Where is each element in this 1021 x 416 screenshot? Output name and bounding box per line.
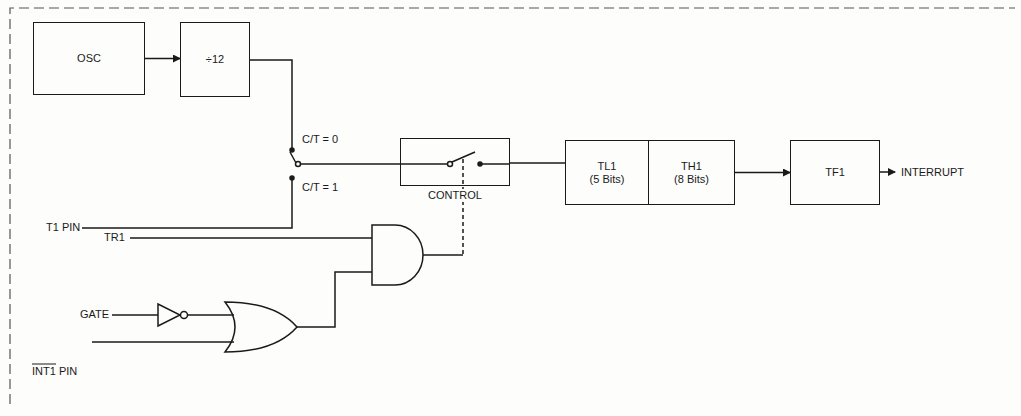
- signal-connector: [510, 162, 565, 164]
- control-switch-box: CONTROL: [400, 138, 510, 186]
- block-name: OSC: [77, 52, 101, 65]
- signal-label: C/T = 1: [300, 181, 340, 194]
- frame: [10, 8, 1015, 404]
- block-name: ÷12: [206, 53, 224, 66]
- signal-connector: [735, 172, 790, 174]
- signal-label: GATE: [78, 308, 111, 321]
- block-box: ÷12: [180, 22, 250, 97]
- block-detail: (5 Bits): [590, 173, 625, 186]
- wires: [45, 60, 895, 352]
- block-box: OSC: [33, 22, 145, 95]
- signal-label: C/T = 0: [300, 133, 340, 146]
- block-box: TF1: [790, 140, 880, 205]
- block-detail: (8 Bits): [674, 173, 709, 186]
- block-name: TF1: [825, 166, 845, 179]
- block-name: TL1: [598, 160, 617, 173]
- signal-label: INT1 PIN: [30, 365, 79, 378]
- block-name: TH1: [681, 160, 702, 173]
- block-box: TL1(5 Bits): [565, 140, 649, 205]
- signal-label: INTERRUPT: [899, 166, 966, 179]
- block-name: CONTROL: [426, 189, 484, 202]
- signal-connector: [145, 58, 180, 60]
- signal-label: TR1: [102, 231, 127, 244]
- block-box: TH1(8 Bits): [648, 140, 735, 205]
- signal-label: T1 PIN: [44, 221, 82, 234]
